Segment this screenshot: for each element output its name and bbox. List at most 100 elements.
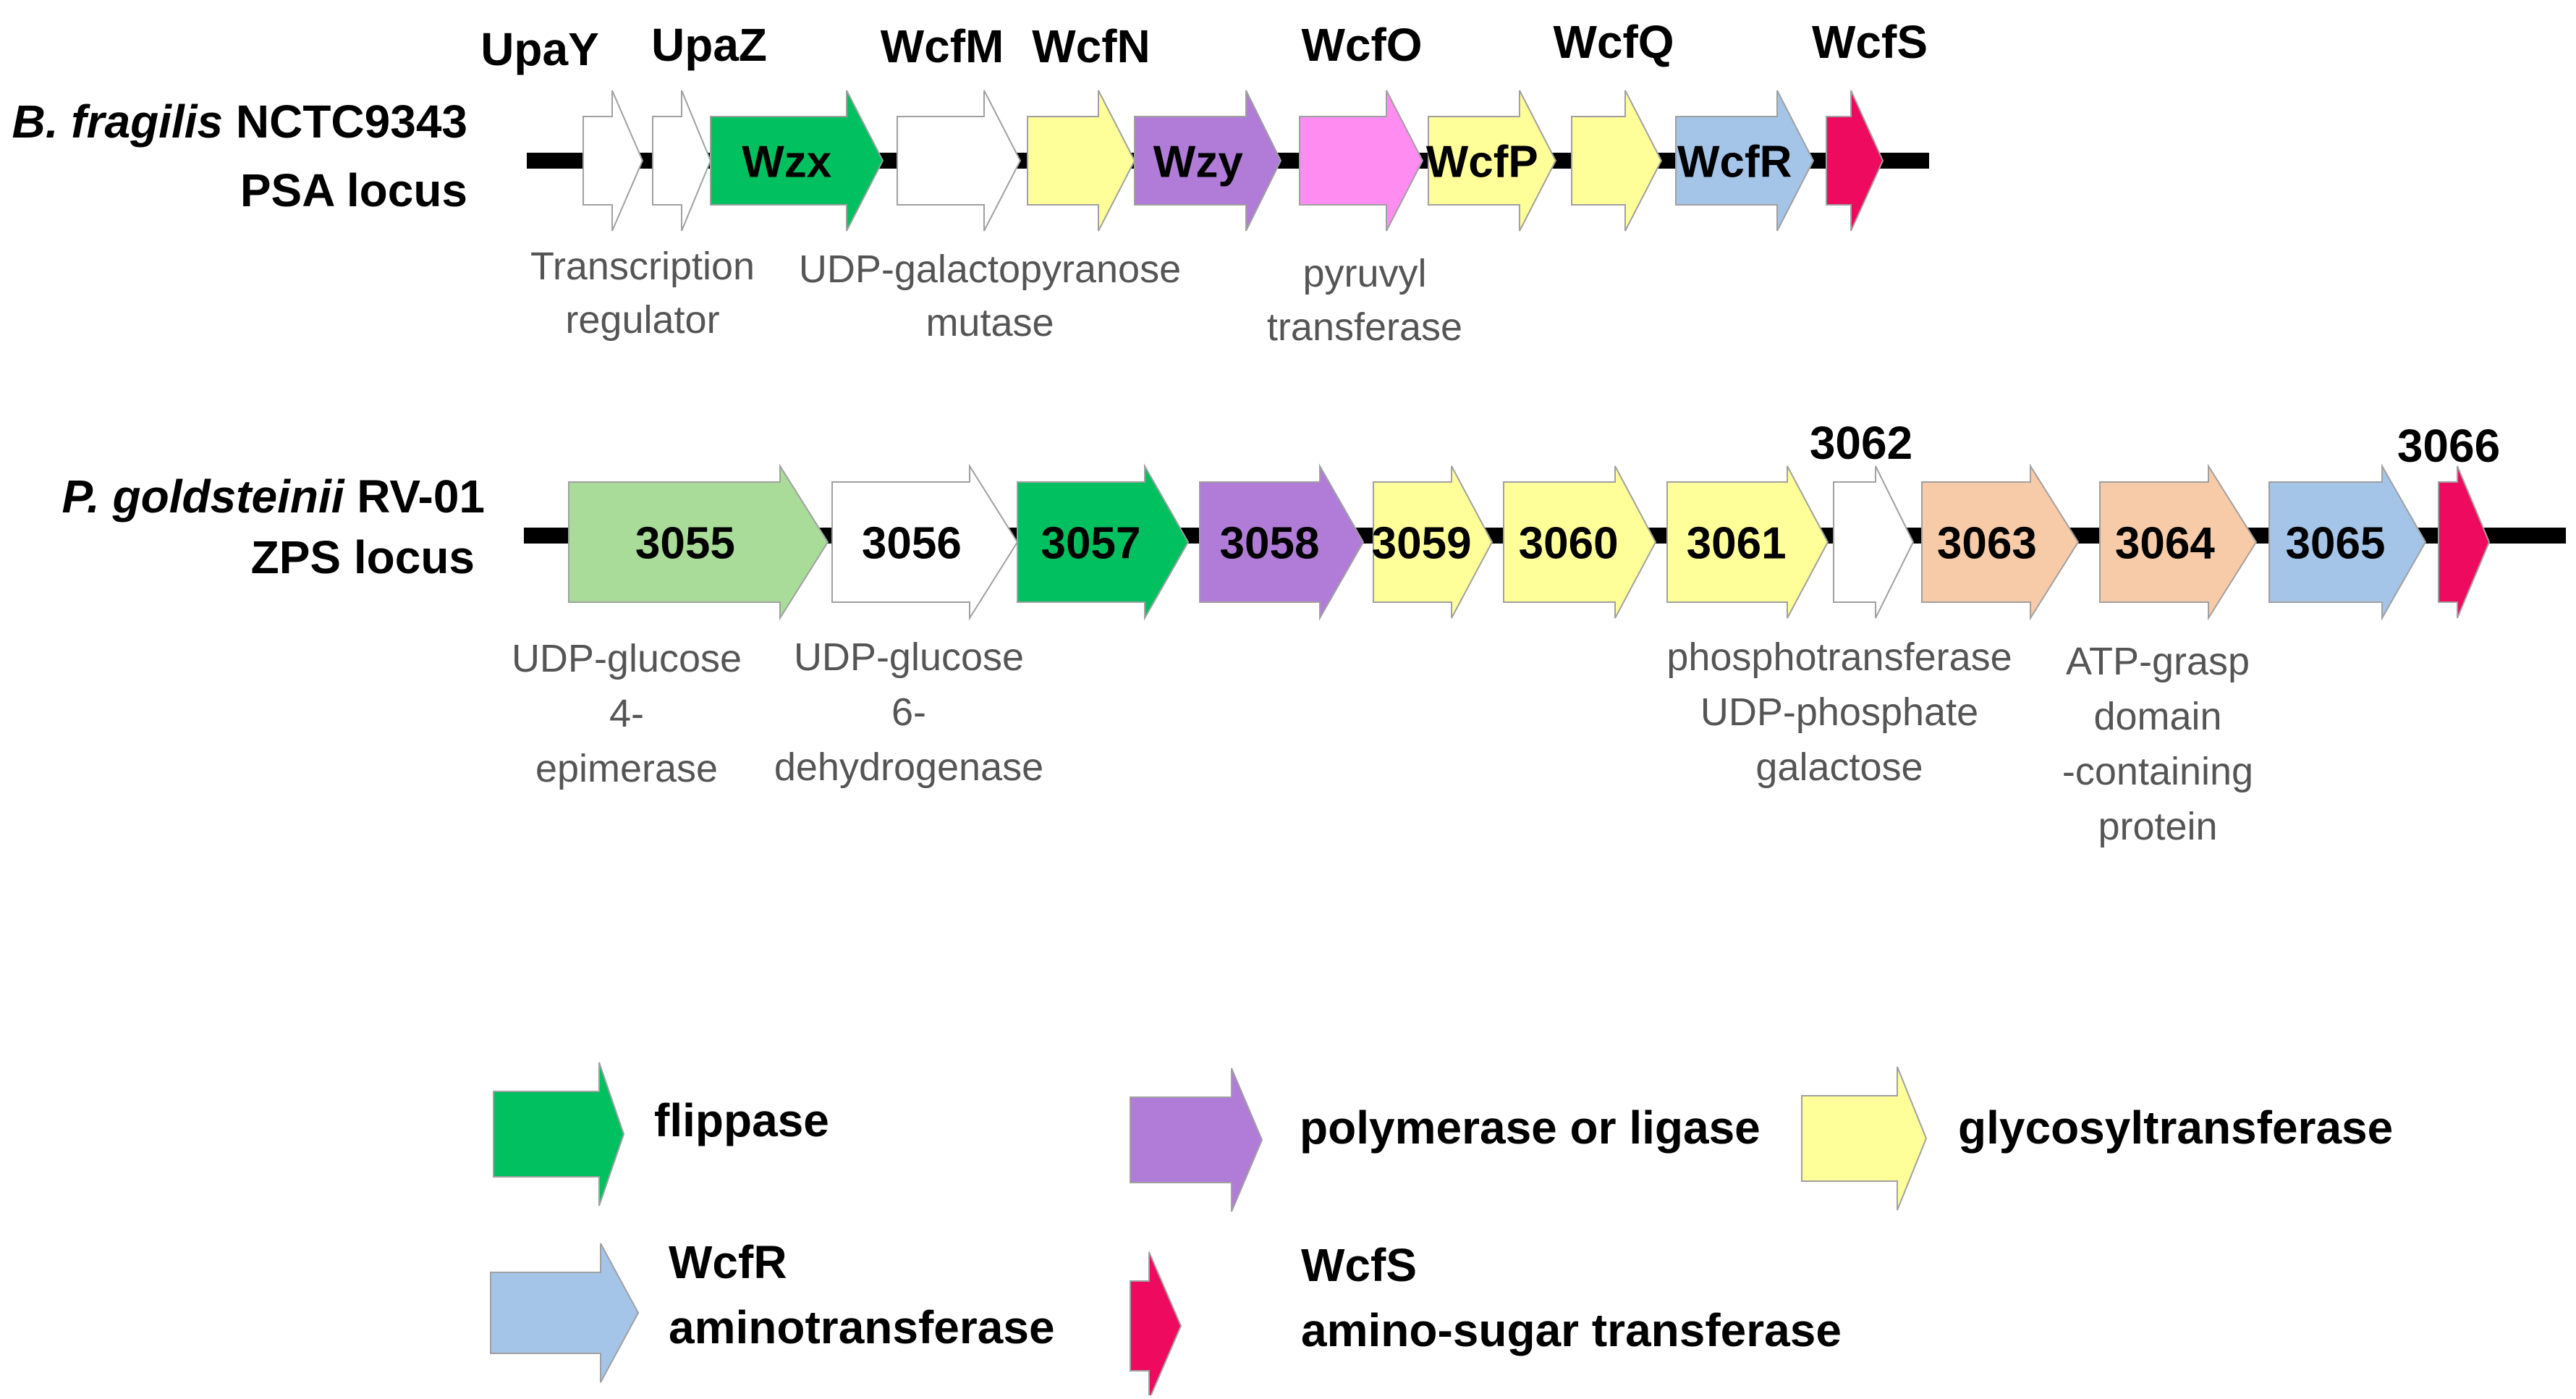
zps-organism-italic: P. goldsteinii — [62, 470, 345, 523]
zps-gene-arrow-shape — [1017, 463, 1190, 621]
zps-gene-arrow-label: 3063 — [1937, 518, 2037, 568]
zps-gene-arrow-shape — [568, 463, 829, 621]
psa-gene-arrow-shape — [710, 90, 884, 232]
psa-organism-italic: B. fragilis — [12, 96, 223, 148]
psa-gene-arrow — [1826, 90, 1884, 232]
psa-gene-description: UDP-galactopyranose mutase — [799, 248, 1181, 345]
legend-item: WcfR aminotransferase — [490, 1236, 1055, 1383]
psa-gene-arrow-label: Wzx — [742, 137, 832, 187]
zps-gene-arrow-shape — [2268, 463, 2427, 621]
legend-label-line: glycosyltransferase — [1958, 1102, 2393, 1154]
legend-swatch-arrow — [1130, 1068, 1263, 1212]
legend-swatch-arrow — [490, 1243, 640, 1383]
zps-gene-description-line: epimerase — [535, 747, 718, 790]
zps-gene-description-line: UDP-phosphate — [1700, 690, 1978, 734]
psa-gene-arrow-label: Wzy — [1153, 137, 1244, 187]
legend-label-line: flippase — [654, 1094, 829, 1146]
zps-gene-arrow-shape — [831, 463, 1019, 621]
psa-gene-description-line: pyruvyl — [1302, 252, 1426, 295]
psa-gene-arrow — [1299, 90, 1424, 232]
zps-organism: P. goldsteinii RV-01 — [62, 470, 486, 523]
psa-top-label: WcfQ — [1553, 16, 1674, 68]
legend-label-line: aminotransferase — [669, 1301, 1055, 1353]
psa-organism: B. fragilis NCTC9343 — [12, 96, 467, 148]
legend-item: polymerase or ligase — [1130, 1068, 1761, 1212]
zps-gene-arrow-shape — [1373, 465, 1494, 619]
legend-item: flippase — [493, 1062, 829, 1206]
psa-gene-arrow-label: WcfR — [1677, 137, 1792, 187]
psa-gene-arrow — [1571, 90, 1663, 232]
psa-gene-arrow-shape — [1826, 90, 1884, 232]
zps-gene-arrow-shape — [2438, 465, 2491, 619]
zps-gene-arrow: 3061 — [1666, 465, 1829, 619]
zps-gene-description-line: -containing — [2062, 750, 2253, 793]
zps-gene-arrow-label: 3056 — [862, 518, 962, 568]
psa-gene-arrow-shape — [1134, 90, 1282, 232]
psa-top-label: WcfM — [881, 20, 1004, 72]
legend-label: glycosyltransferase — [1958, 1102, 2393, 1154]
psa-gene-arrow — [652, 90, 712, 232]
zps-gene-description-line: dehydrogenase — [774, 745, 1043, 789]
zps-gene-arrow: 3057 — [1017, 463, 1190, 621]
psa-top-label: WcfS — [1812, 16, 1928, 68]
psa-gene-arrow: Wzx — [710, 90, 884, 232]
psa-gene-arrow-shape — [652, 90, 712, 232]
zps-gene-arrow: 3063 — [1921, 463, 2080, 621]
psa-gene-description-line: Transcription — [530, 245, 755, 288]
legend-label: flippase — [654, 1094, 829, 1146]
psa-gene-arrow: WcfR — [1675, 90, 1815, 232]
psa-top-label: WcfN — [1032, 20, 1151, 72]
zps-gene-description-line: domain — [2093, 695, 2221, 738]
zps-gene-arrow-label: 3065 — [2286, 518, 2386, 568]
zps-gene-arrow-shape — [1833, 465, 1915, 619]
psa-gene-arrow: Wzy — [1134, 90, 1282, 232]
zps-gene-description-line: UDP-glucose — [794, 635, 1024, 679]
psa-locus-name: PSA locus — [240, 164, 467, 216]
zps-gene-arrow: 3056 — [831, 463, 1019, 621]
psa-gene-top-labels: UpaY UpaZ WcfM WcfN WcfO WcfQ WcfS — [480, 16, 1928, 75]
psa-top-label: UpaY — [480, 23, 599, 75]
zps-gene-description-line: phosphotransferase — [1666, 635, 2012, 679]
psa-gene-description-line: mutase — [925, 301, 1054, 345]
legend-item: glycosyltransferase — [1801, 1066, 2393, 1211]
psa-gene-arrow-label: WcfP — [1426, 137, 1538, 187]
legend: flippase polymerase or ligase glycosyltran… — [490, 1062, 2393, 1399]
psa-gene-description-line: UDP-galactopyranose — [799, 248, 1181, 291]
psa-gene-arrow-shape — [1675, 90, 1815, 232]
legend-label-line: WcfR — [669, 1236, 787, 1288]
psa-gene-arrow-shape — [582, 90, 644, 232]
legend-swatch-arrow — [1801, 1066, 1928, 1211]
legend-swatch-arrow — [1130, 1251, 1182, 1399]
zps-gene-arrow — [2438, 465, 2491, 619]
zps-gene-description-line: ATP-grasp — [2066, 640, 2250, 683]
psa-gene-arrow-shape — [1428, 90, 1557, 232]
zps-gene-arrow-shape — [1666, 465, 1829, 619]
psa-top-label: UpaZ — [651, 19, 767, 71]
zps-gene-arrow-label: 3058 — [1220, 518, 1320, 568]
psa-locus: B. fragilis NCTC9343 PSA locus Wzx Wzy Wcf… — [12, 16, 1929, 349]
legend-label: WcfR aminotransferase — [669, 1236, 1055, 1353]
psa-gene-description-line: transferase — [1267, 305, 1462, 349]
zps-gene-arrow: 3055 — [568, 463, 829, 621]
zps-gene-arrow-label: 3057 — [1041, 518, 1141, 568]
psa-top-label: WcfO — [1301, 19, 1422, 71]
zps-gene-arrow-shape — [2099, 463, 2258, 621]
zps-gene-arrow: 3058 — [1199, 463, 1365, 621]
psa-gene-arrow — [582, 90, 644, 232]
psa-gene-arrow — [897, 90, 1022, 232]
zps-gene-arrow-shape — [1921, 463, 2080, 621]
psa-gene-arrows: Wzx Wzy WcfP WcfR — [582, 90, 1884, 232]
psa-gene-arrow-shape — [1571, 90, 1663, 232]
legend-label-line: WcfS — [1301, 1239, 1417, 1291]
